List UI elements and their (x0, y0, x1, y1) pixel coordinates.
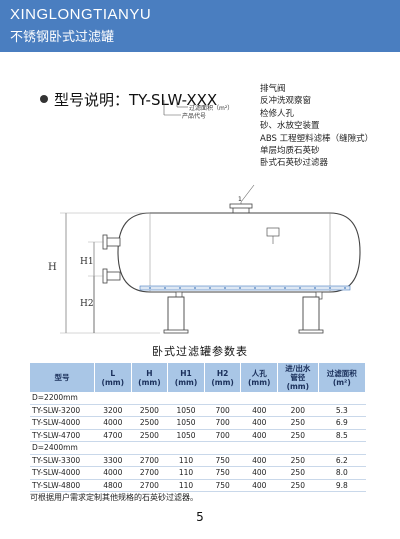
col-header-l: L (mm) (94, 363, 132, 392)
table-cell: 8.5 (318, 429, 366, 442)
table-cell: 750 (204, 454, 241, 467)
table-cell: 2700 (131, 454, 168, 467)
part-label: 单层均质石英砂 (260, 146, 320, 157)
table-cell: 2500 (131, 404, 168, 417)
table-cell: 200 (277, 404, 319, 417)
model-leader-lines (163, 100, 188, 116)
table-row: TY-SLW-3300 3300 2700 110 750 400 250 6.… (30, 454, 366, 467)
table-cell: 2700 (131, 479, 168, 492)
table-cell: 400 (240, 404, 278, 417)
table-cell: TY-SLW-4000 (30, 416, 95, 430)
table-cell: 700 (204, 429, 241, 442)
table-cell: 6.9 (318, 416, 366, 430)
parts-list: 排气阀 反冲洗观察窗 检修人孔 砂、水放空装置 ABS 工程塑料滤棒（缝隙式） … (260, 83, 373, 170)
table-cell: 400 (240, 466, 278, 480)
header-banner: XINGLONGTIANYU 不锈钢卧式过滤罐 (0, 0, 400, 52)
part-label: 排气阀 (260, 84, 286, 94)
bullet-icon (40, 95, 48, 103)
table-cell: 400 (240, 454, 278, 467)
table-cell: 400 (240, 479, 278, 492)
dim-label-h1: H1 (80, 257, 94, 267)
table-row: TY-SLW-4000 4000 2500 1050 700 400 250 6… (30, 416, 366, 430)
table-title: 卧式过滤罐参数表 (152, 345, 248, 358)
table-cell: 9.8 (318, 479, 366, 492)
dim-label-h: H (48, 262, 57, 273)
note-product-code: 产品代号 (182, 113, 207, 120)
table-cell: 2500 (131, 429, 168, 442)
table-cell: 110 (167, 454, 205, 467)
table-cell: 250 (277, 454, 319, 467)
table-cell: 1050 (167, 416, 205, 430)
part-label: 卧式石英砂过滤器 (260, 158, 329, 169)
brand-name: XINGLONGTIANYU (10, 6, 152, 23)
part-number-label: 1 (238, 196, 242, 203)
table-cell: 250 (277, 416, 319, 430)
table-cell: 400 (240, 416, 278, 430)
part-label: ABS 工程塑料滤棒（缝隙式） (260, 133, 374, 144)
footer-note: 可根据用户需求定制其他规格的石英砂过滤器。 (30, 493, 198, 502)
table-cell: 4800 (94, 479, 132, 492)
part-label: 砂、水放空装置 (260, 121, 320, 132)
table-row: TY-SLW-4700 4700 2500 1050 700 400 250 8… (30, 429, 366, 442)
table-cell: 5.3 (318, 404, 366, 417)
col-header-h2: H2 (mm) (204, 363, 242, 392)
dim-label-h2: H2 (80, 299, 94, 309)
col-header-manhole: 人孔 (mm) (240, 363, 279, 392)
model-explanation: 型号说明：TY-SLW-XXX (40, 89, 217, 110)
table-row: TY-SLW-3200 3200 2500 1050 700 400 200 5… (30, 404, 366, 417)
table-cell: 400 (240, 429, 278, 442)
col-header-area: 过滤面积 (m²) (318, 363, 367, 392)
group-label: D=2400mm (30, 441, 366, 455)
table-cell: 250 (277, 479, 319, 492)
table-cell: 700 (204, 416, 241, 430)
table-cell: 4000 (94, 466, 132, 480)
table-cell: 1050 (167, 404, 205, 417)
table-cell: 110 (167, 479, 205, 492)
table-cell: 750 (204, 479, 241, 492)
page-subtitle: 不锈钢卧式过滤罐 (10, 30, 115, 45)
col-header-h1: H1 (mm) (167, 363, 205, 392)
filter-tank-drawing: 1 H H1 H2 (48, 184, 361, 334)
note-filter-area: 过滤面积（m²） (189, 105, 234, 112)
col-header-pipe: 进/出水 管径 (mm) (277, 363, 319, 392)
table-cell: 1050 (167, 429, 205, 442)
parameter-table: 型号 L (mm) H (mm) H1 (mm) H2 (mm) 人孔 (mm)… (30, 363, 367, 492)
table-cell: 250 (277, 429, 319, 442)
part-label: 反冲洗观察窗 (260, 96, 312, 107)
table-cell: 3200 (94, 404, 132, 417)
col-header-model: 型号 (30, 363, 95, 392)
table-cell: TY-SLW-4000 (30, 466, 95, 480)
table-cell: 4000 (94, 416, 132, 430)
table-cell: 110 (167, 466, 205, 480)
table-cell: 2500 (131, 416, 168, 430)
table-cell: 4700 (94, 429, 132, 442)
table-cell: 750 (204, 466, 241, 480)
table-cell: 3300 (94, 454, 132, 467)
table-cell: 6.2 (318, 454, 366, 467)
model-title: 型号说明：TY-SLW-XXX (54, 91, 218, 109)
table-cell: 8.0 (318, 466, 366, 480)
table-cell: 250 (277, 466, 319, 480)
group-label: D=2200mm (30, 392, 366, 405)
table-group-row: D=2400mm (30, 441, 366, 455)
table-row: TY-SLW-4000 4000 2700 110 750 400 250 8.… (30, 466, 366, 480)
page-number: 5 (196, 510, 204, 524)
table-cell: TY-SLW-3200 (30, 404, 95, 417)
table-cell: 700 (204, 404, 241, 417)
part-label: 检修人孔 (260, 108, 295, 119)
table-row: TY-SLW-4800 4800 2700 110 750 400 250 9.… (30, 479, 366, 492)
table-cell: TY-SLW-3300 (30, 454, 95, 467)
table-cell: 2700 (131, 466, 168, 480)
table-header-row: 型号 L (mm) H (mm) H1 (mm) H2 (mm) 人孔 (mm)… (30, 363, 367, 392)
table-group-row: D=2200mm (30, 392, 366, 405)
table-cell: TY-SLW-4700 (30, 429, 95, 442)
col-header-h: H (mm) (131, 363, 169, 392)
table-cell: TY-SLW-4800 (30, 479, 95, 492)
